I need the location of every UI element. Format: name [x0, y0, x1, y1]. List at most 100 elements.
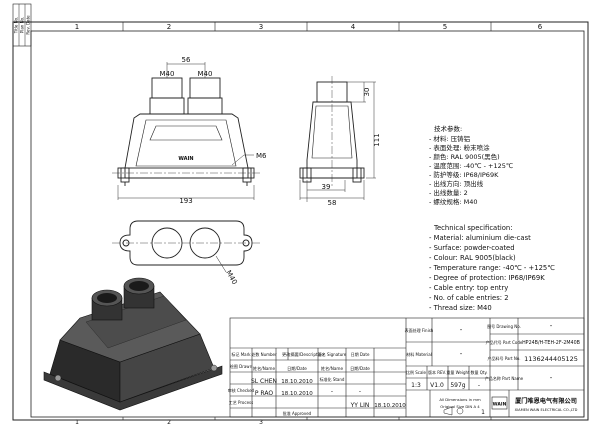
tech-en-line: - Degree of protection: IP68/IP69K — [429, 274, 545, 282]
front-view — [112, 77, 260, 186]
sheet-marker: 1 — [481, 409, 485, 416]
side-tab-rev: Rev. Date — [26, 15, 31, 35]
tech-cn-line: - 出线方向: 顶出线 — [429, 179, 484, 188]
qty-value: - — [478, 382, 480, 389]
tech-cn-heading: 技术参数: — [434, 124, 462, 133]
wain-logo-text: WAIN — [493, 402, 507, 408]
tech-cn-line: - 表面处理: 粉末喷涂 — [429, 143, 490, 152]
name-date-header-name: 姓名/Name — [253, 365, 276, 372]
tech-en-line: - Surface: powder-coated — [429, 244, 515, 252]
rev-header-description: 更改摘要/Description — [282, 351, 324, 358]
tech-en-line: - Temperature range: -40℃ - +125℃ — [429, 264, 555, 272]
material-label: 材料 Material — [406, 351, 432, 357]
tech-en-line: - Thread size: M40 — [429, 304, 492, 312]
part-no-label: 产品料号 Part No. — [487, 355, 520, 361]
stand-value-2: - — [359, 388, 361, 395]
side-tab: Title No. Plan No. Rev. Date — [12, 3, 32, 47]
bottom-view — [112, 220, 260, 273]
dim-top-width: 56 — [182, 56, 191, 64]
zone-bottom-2: 2 — [167, 419, 171, 424]
process-label: 工艺 Process — [229, 400, 253, 405]
rev-header-mark: 标记 Mark — [231, 351, 251, 357]
name-date-header-date-2: 日期/Date — [350, 366, 370, 372]
weight-value: 597g — [450, 382, 465, 389]
title-block-grid — [229, 317, 585, 418]
front-dimension-lines — [117, 62, 255, 200]
tech-cn-line: - 材料: 压铸铝 — [429, 134, 470, 143]
stand-value-1: - — [331, 388, 333, 395]
qty-label: 数量 Qty. — [470, 369, 487, 375]
tech-cn-line: - 温度范围: -40℃ - +125℃ — [429, 161, 513, 170]
zone-top-6: 6 — [538, 23, 543, 31]
zone-ticks-top — [122, 22, 492, 420]
note-line2: Original Size DIN A 4 — [440, 404, 480, 409]
finish-label: 表面处理 Finish — [405, 327, 434, 333]
approved-date: 18.10.2010 — [374, 403, 406, 409]
drawing-no-label: 图号 Drawing No. — [487, 323, 521, 329]
part-no-value: 1136244405125 — [524, 355, 578, 363]
checked-name: P RAO — [255, 390, 273, 397]
zone-top-1: 1 — [75, 23, 79, 31]
approved-name: YY LIN — [350, 402, 370, 409]
tech-en-line: - No. of cable entries: 2 — [429, 294, 509, 302]
tech-en-line: - Material: aluminium die-cast — [429, 234, 531, 242]
dim-side-width-outer: 58 — [328, 199, 337, 207]
note-line1: All Dimensions in mm — [439, 397, 481, 402]
name-date-header-date: 日期/Date — [287, 366, 307, 372]
tech-cn-line: - 防护等级: IP68/IP69K — [429, 170, 499, 179]
zone-top-4: 4 — [351, 23, 356, 31]
side-view — [299, 76, 365, 186]
tech-spec-cn: 技术参数: - 材料: 压铸铝 - 表面处理: 粉末喷涂 - 颜色: RAL 9… — [429, 124, 513, 206]
checked-label: 审核 Checked — [228, 387, 255, 393]
tech-cn-line: - 出线数量: 2 — [429, 188, 468, 197]
company-name-cn: 厦门唯恩电气有限公司 — [514, 397, 577, 405]
zone-bottom-3: 3 — [259, 419, 263, 424]
side-tab-plan: Plan No. — [20, 17, 25, 33]
part-name-value: - — [550, 374, 553, 382]
drawing-no-value: - — [550, 322, 553, 330]
part-code-value: HP24B/H-TEH-2F-2M40B — [522, 340, 580, 346]
dim-bottom-thread: M40 — [224, 269, 238, 286]
tech-en-heading: Technical specification: — [433, 224, 513, 232]
isometric-render — [43, 277, 223, 411]
rev-header-signature: 签名 Signature — [318, 351, 347, 357]
material-value: - — [460, 350, 463, 358]
part-name-label: 产品名称 Part Name — [485, 375, 524, 381]
dim-side-height-total: 111 — [373, 133, 381, 146]
rev-label: 版本 REV. — [428, 369, 446, 375]
scale-value: 1:3 — [411, 382, 421, 389]
approved-label: 批准 Approved — [283, 410, 312, 416]
drawn-name: SL CHEN — [251, 378, 277, 385]
tech-cn-line: - 颜色: RAL 9005(黑色) — [429, 152, 500, 161]
zone-top-5: 5 — [443, 23, 447, 31]
company-name-en: XIAMEN WAIN ELECTRICAL CO.,LTD — [515, 408, 578, 412]
name-date-header-name-2: 姓名/Name — [321, 365, 344, 372]
weight-label: 重量 Weight — [446, 369, 470, 375]
zone-bottom-1: 1 — [75, 419, 79, 424]
finish-value: - — [460, 326, 463, 334]
drawn-label: 绘图 Drawn — [230, 363, 253, 369]
checked-date: 18.10.2010 — [281, 391, 313, 397]
side-dimension-lines — [299, 81, 376, 202]
dim-side-width-inner: 39 — [322, 183, 331, 191]
front-logo: WAIN — [178, 156, 193, 162]
rev-value: V1.0 — [430, 382, 444, 389]
dim-side-height-top: 30 — [363, 88, 371, 97]
side-tab-title: Title No. — [14, 17, 19, 34]
tech-en-line: - Cable entry: top entry — [429, 284, 508, 292]
rev-header-date: 日期 Date — [351, 351, 370, 357]
zone-top-2: 2 — [167, 23, 171, 31]
dim-thread-right: M40 — [198, 70, 213, 78]
dim-thread-left: M40 — [160, 70, 175, 78]
dim-screw: M6 — [256, 152, 267, 160]
part-code-label: 产品代号 Part Code — [486, 339, 523, 345]
wain-logo-icon: WAIN — [491, 396, 508, 410]
dim-overall-length: 193 — [179, 197, 192, 205]
scale-label: 比例 Scale — [406, 369, 427, 375]
rev-header-number: 处数 Number — [251, 351, 277, 357]
zone-top-3: 3 — [259, 23, 263, 31]
outer-border — [12, 21, 589, 421]
drawn-date: 18.10.2010 — [281, 379, 313, 385]
stand-label: 标准化 Stand — [320, 376, 345, 382]
